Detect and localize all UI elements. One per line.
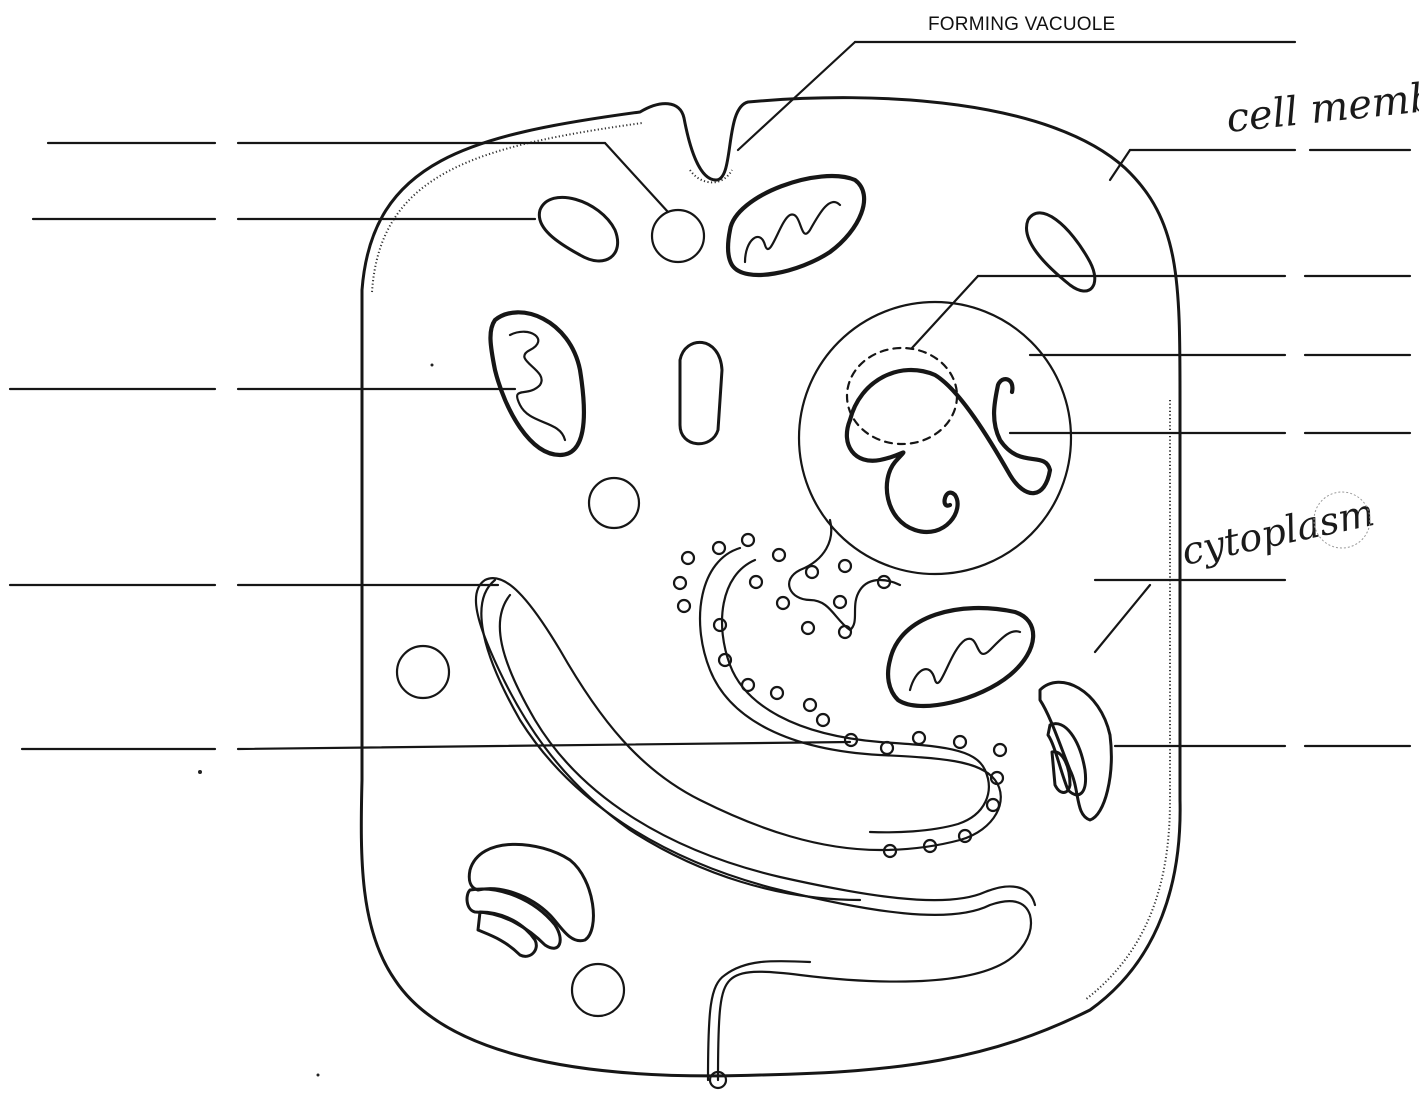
label-lines-right [738, 42, 1410, 746]
lysosomes [539, 197, 1094, 443]
rough-er [476, 520, 1006, 900]
nucleus [799, 302, 1071, 574]
speck [317, 1074, 320, 1077]
handwritten-cell-membrane: cell membrane [1224, 65, 1419, 142]
label-forming-vacuole: FORMING VACUOLE [928, 14, 1115, 35]
golgi-apparatus [467, 682, 1111, 956]
speck [198, 770, 202, 774]
label-lines-left [10, 143, 850, 749]
nucleolus [847, 348, 957, 444]
vacuoles [397, 210, 704, 1016]
handwritten-cytoplasm: cytoplasm [1178, 490, 1378, 574]
chromatin [850, 370, 1050, 493]
cell-membrane [361, 98, 1180, 1076]
speck [431, 364, 434, 367]
mitochondria [490, 176, 1033, 706]
